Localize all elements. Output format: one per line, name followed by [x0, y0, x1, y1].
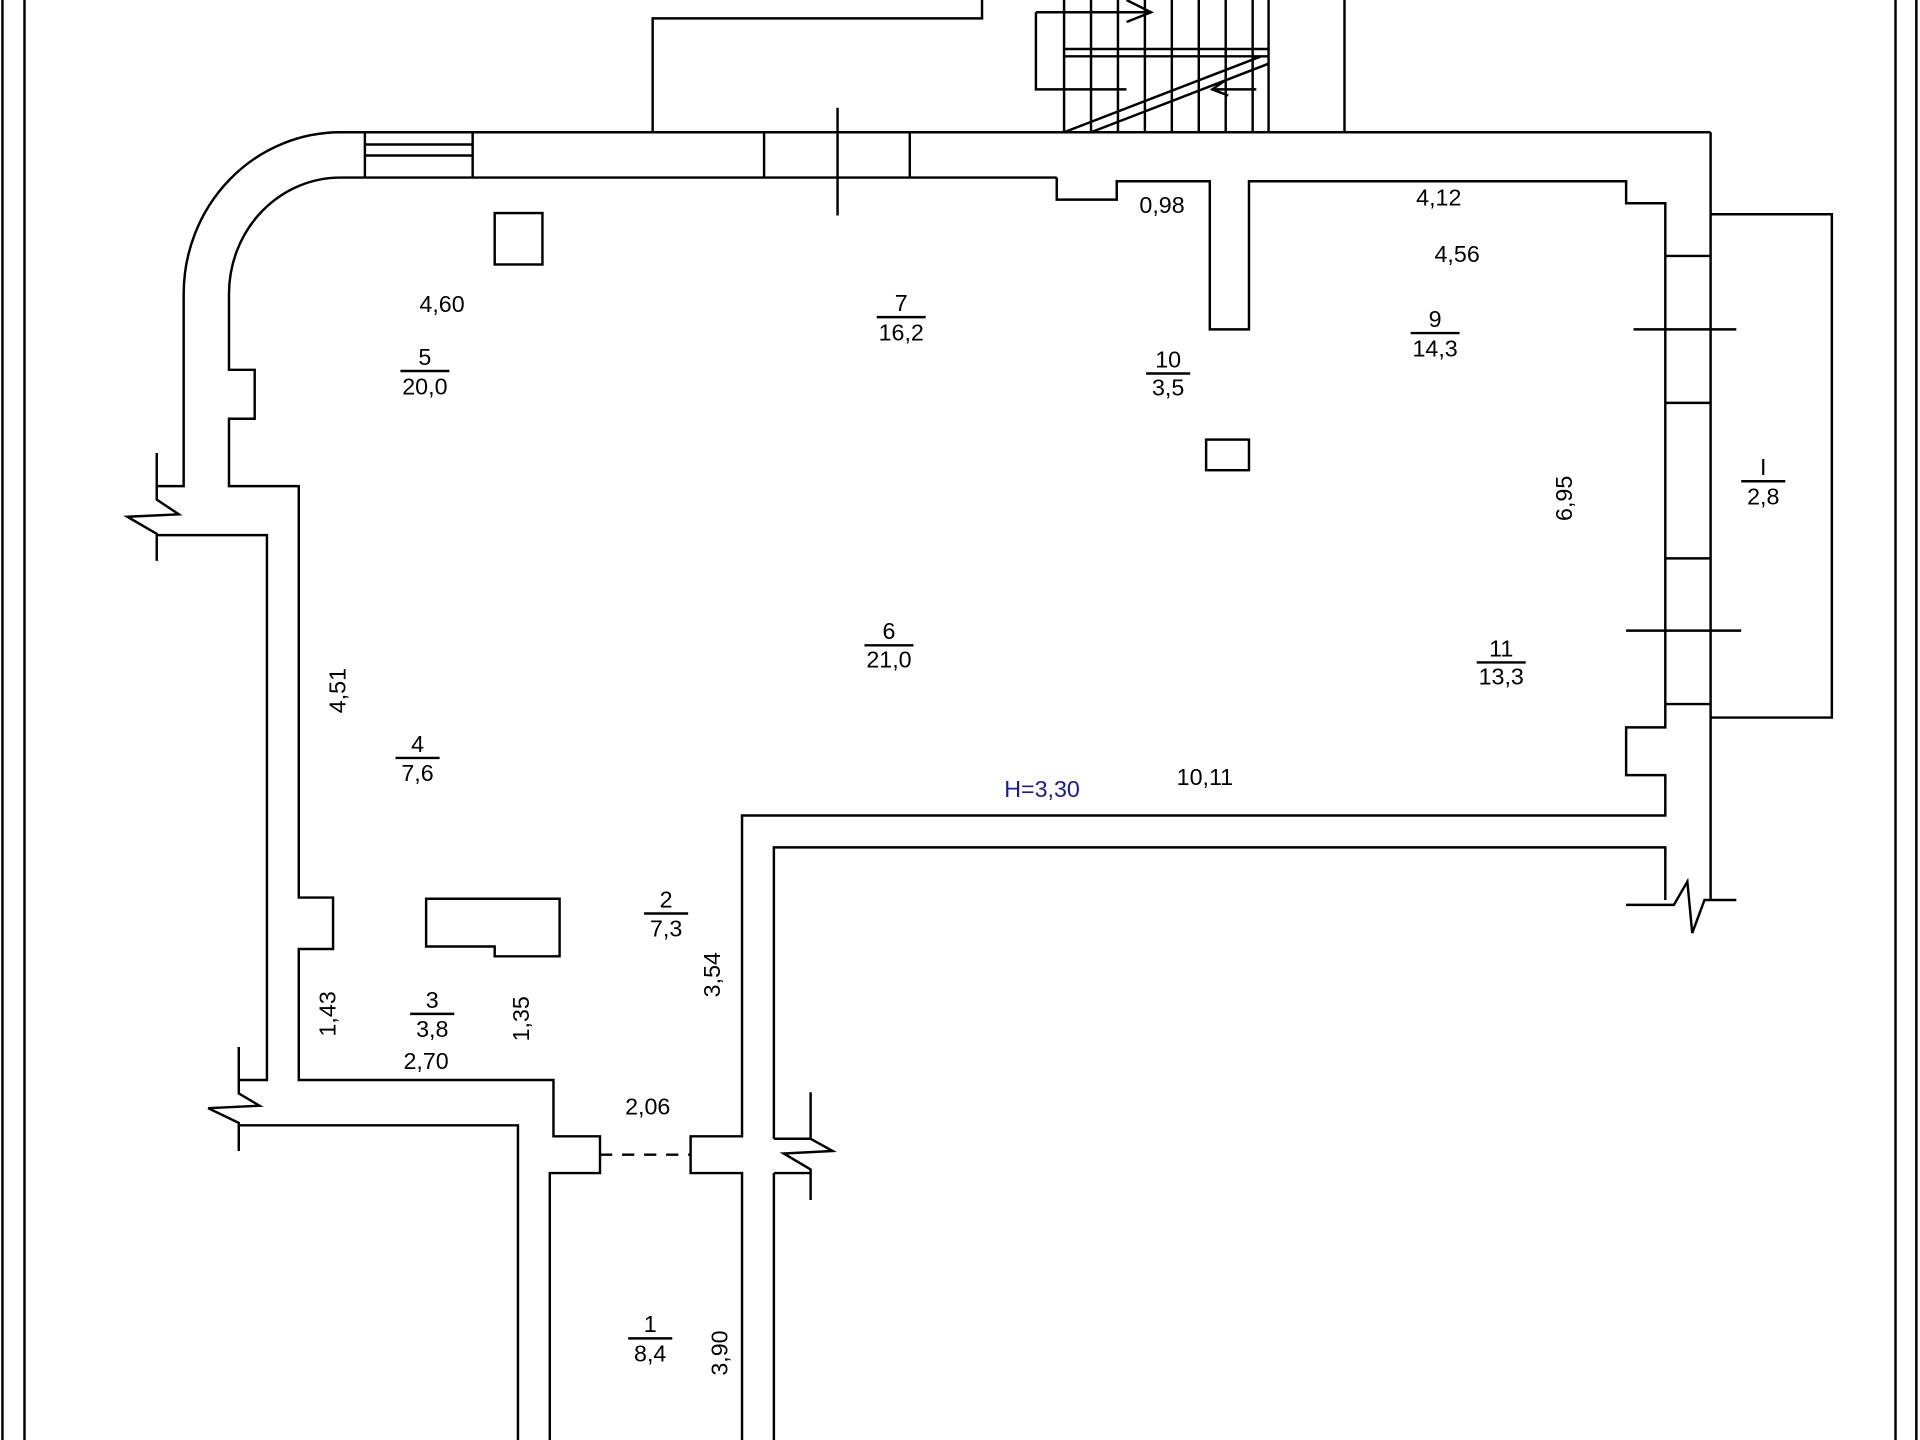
svg-text:2: 2	[660, 886, 673, 912]
room-2-label: 27,3	[644, 886, 689, 942]
svg-text:1: 1	[644, 1311, 657, 1337]
svg-text:8,4: 8,4	[634, 1341, 666, 1367]
svg-text:9: 9	[1429, 306, 1442, 332]
svg-text:I: I	[1760, 454, 1766, 480]
dim-3-54: 3,54	[699, 952, 725, 997]
dim-3-90: 3,90	[706, 1330, 732, 1375]
svg-text:7: 7	[895, 290, 908, 316]
dim-0-98: 0,98	[1139, 192, 1184, 218]
dim-1-35: 1,35	[508, 996, 534, 1041]
room-7-label: 716,2	[876, 290, 926, 345]
room-3-label: 33,8	[410, 987, 455, 1042]
room-4-label: 47,6	[395, 731, 440, 786]
room-6-label: 621,0	[864, 618, 914, 672]
walls	[123, 0, 1834, 1440]
svg-text:3: 3	[426, 987, 439, 1013]
dim-2-06: 2,06	[625, 1093, 670, 1119]
svg-text:5: 5	[418, 344, 431, 370]
room-labels: 18,4 27,3 33,8 47,6 520,0 621,0 716,2 91…	[395, 290, 1786, 1367]
svg-text:10: 10	[1155, 346, 1181, 372]
svg-text:2,8: 2,8	[1747, 483, 1779, 509]
svg-text:20,0: 20,0	[402, 373, 447, 399]
room-10-label: 103,5	[1146, 346, 1191, 401]
svg-text:16,2: 16,2	[879, 319, 924, 345]
svg-text:3,5: 3,5	[1152, 375, 1184, 401]
room-9-label: 914,3	[1410, 306, 1460, 361]
dim-2-70: 2,70	[403, 1048, 448, 1074]
svg-text:7,6: 7,6	[401, 760, 433, 786]
svg-text:4: 4	[411, 731, 424, 757]
room-1-label: 18,4	[628, 1311, 673, 1367]
dimension-labels: 4,60 0,98 4,12 4,56 6,95 4,51 10,11 3,54…	[315, 185, 1578, 1376]
dim-6-95: 6,95	[1551, 476, 1577, 521]
svg-text:3,8: 3,8	[416, 1016, 448, 1042]
svg-text:21,0: 21,0	[866, 646, 911, 672]
dim-1-43: 1,43	[315, 991, 341, 1036]
dim-10-11: 10,11	[1177, 764, 1233, 790]
room-I-label: I 2,8	[1741, 454, 1786, 509]
staircase	[1034, 0, 1270, 134]
svg-text:14,3: 14,3	[1412, 335, 1457, 361]
svg-text:11: 11	[1489, 635, 1513, 661]
dim-4-60: 4,60	[419, 291, 464, 317]
dim-4-12: 4,12	[1416, 185, 1461, 211]
svg-text:6: 6	[883, 618, 896, 644]
svg-text:13,3: 13,3	[1479, 663, 1524, 689]
ceiling-height-label: H=3,30	[1004, 776, 1080, 802]
room-5-label: 520,0	[400, 344, 450, 399]
dim-4-56: 4,56	[1435, 241, 1480, 267]
dim-4-51: 4,51	[324, 668, 350, 713]
svg-text:7,3: 7,3	[650, 916, 682, 942]
